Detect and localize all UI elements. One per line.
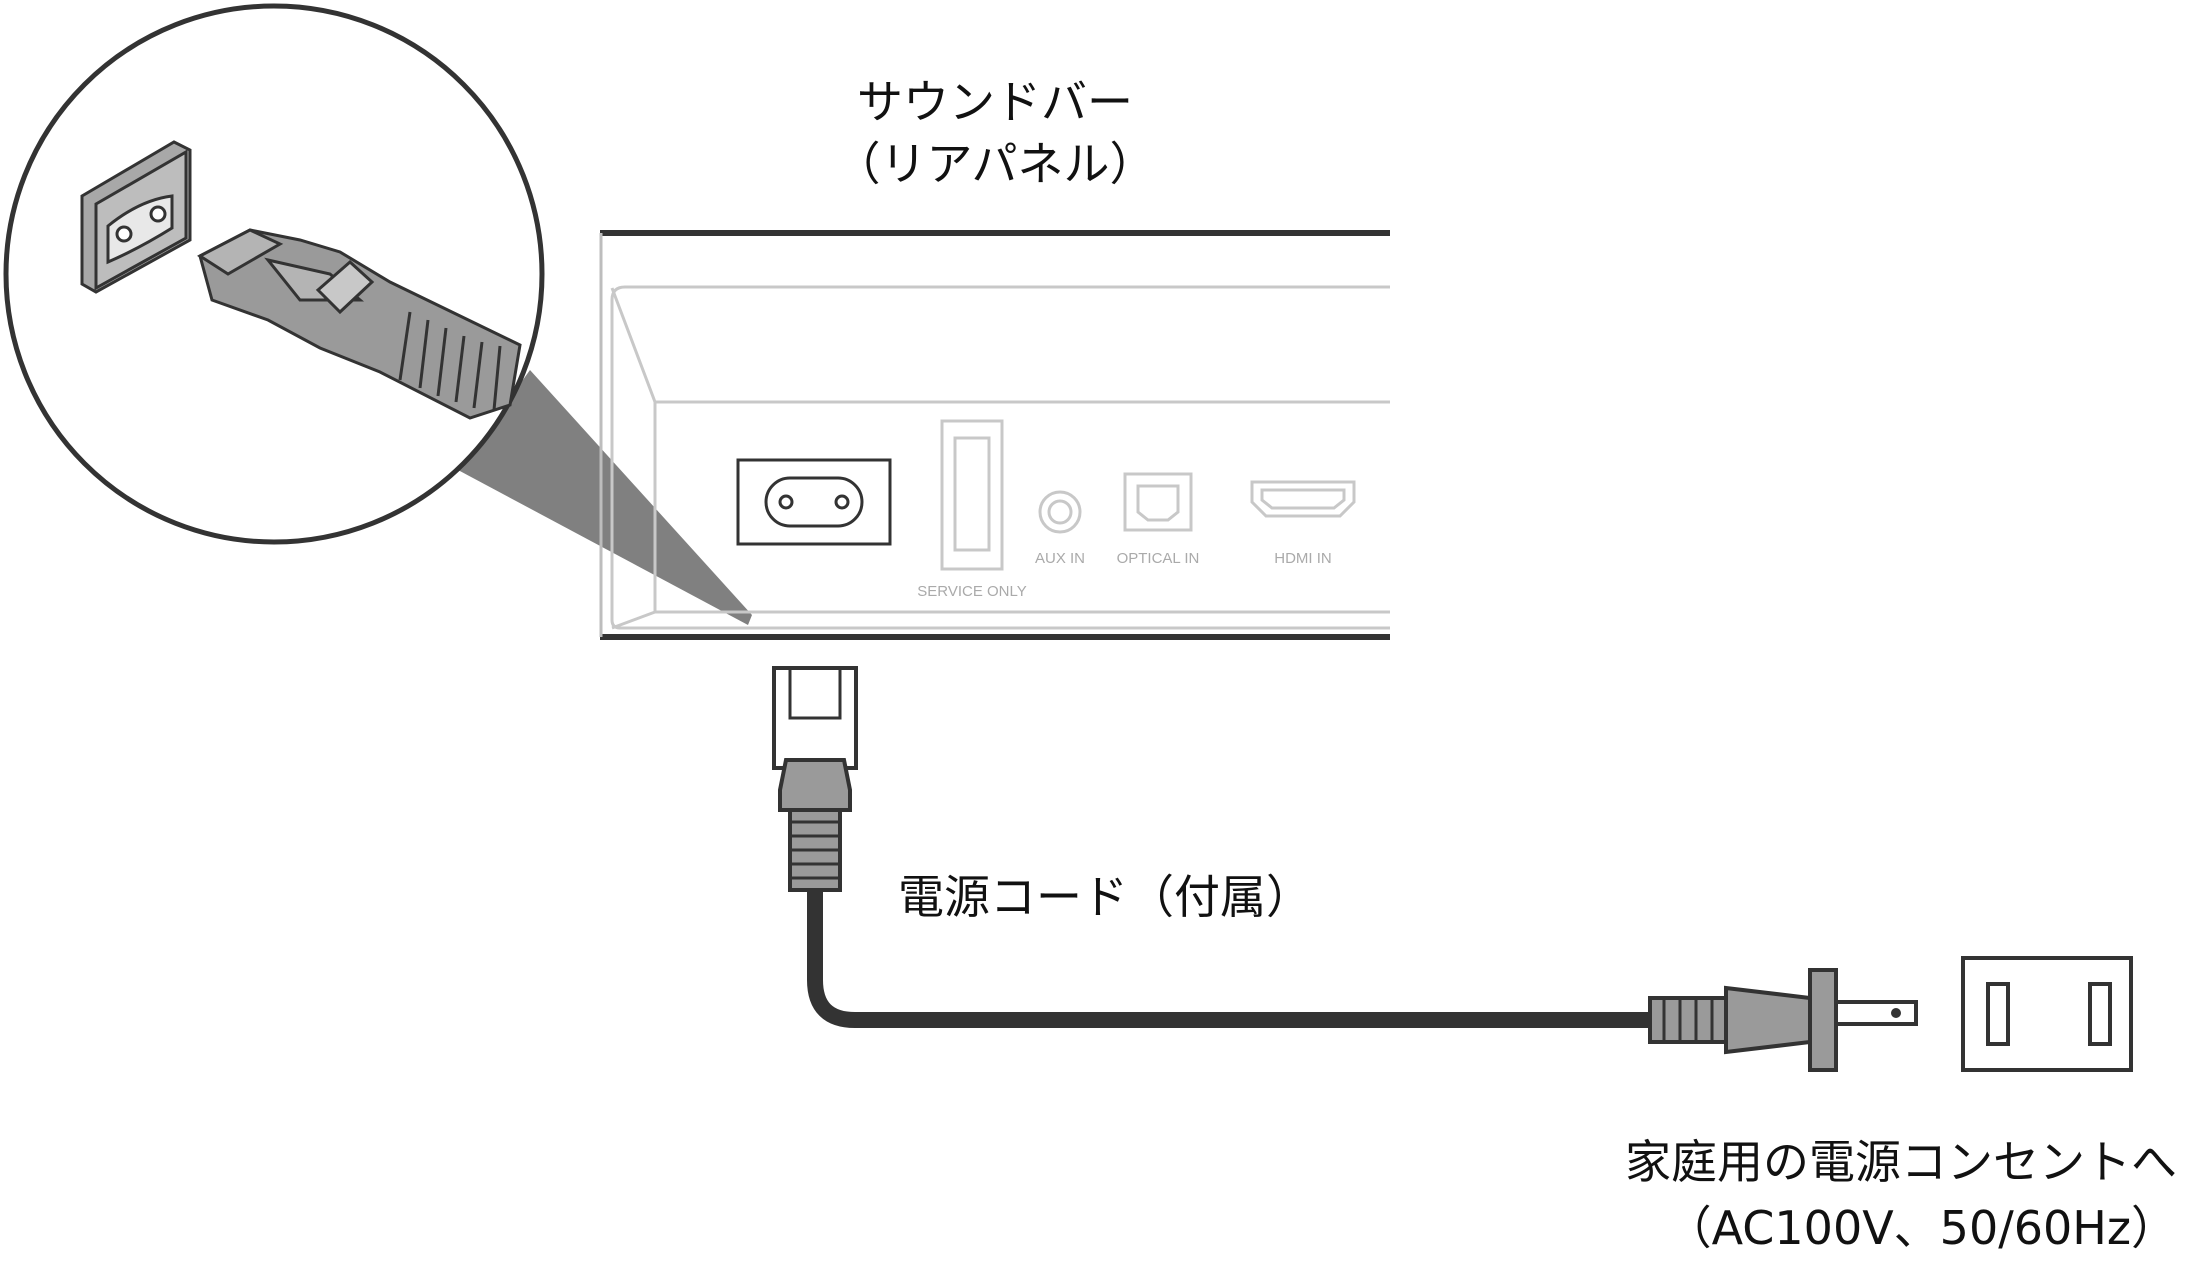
aux-in-label: AUX IN [1035,550,1085,567]
cord-label: 電源コード（付属） [898,870,1312,924]
wall-outlet-icon [1961,956,2133,1072]
outlet-label-line-1: 家庭用の電源コンセントへ [1625,1135,2177,1189]
magnifier-inset [3,3,545,545]
power-plug-icon [1648,968,1918,1072]
inlet-plate-icon [80,140,192,294]
magnifier-beam [458,370,752,625]
power-cord [772,666,1918,1072]
hdmi-in-label: HDMI IN [1274,550,1332,567]
soundbar-rear-panel [599,230,1390,640]
service-only-label: SERVICE ONLY [917,583,1026,600]
hdmi-port-icon [1250,480,1356,518]
title-line-1: サウンドバー [857,75,1133,129]
title-line-2: （リアパネル） [834,137,1155,191]
figure-8-connector-icon [197,228,522,420]
optical-port-icon [1123,472,1193,532]
aux-jack-icon [1038,490,1082,534]
inlet-plug-icon [772,666,858,892]
optical-in-label: OPTICAL IN [1117,550,1200,567]
ac-inlet-icon [736,458,892,546]
outlet-label-line-2: （AC100V、50/60Hz） [1666,1201,2177,1255]
usb-port-icon [940,419,1004,571]
